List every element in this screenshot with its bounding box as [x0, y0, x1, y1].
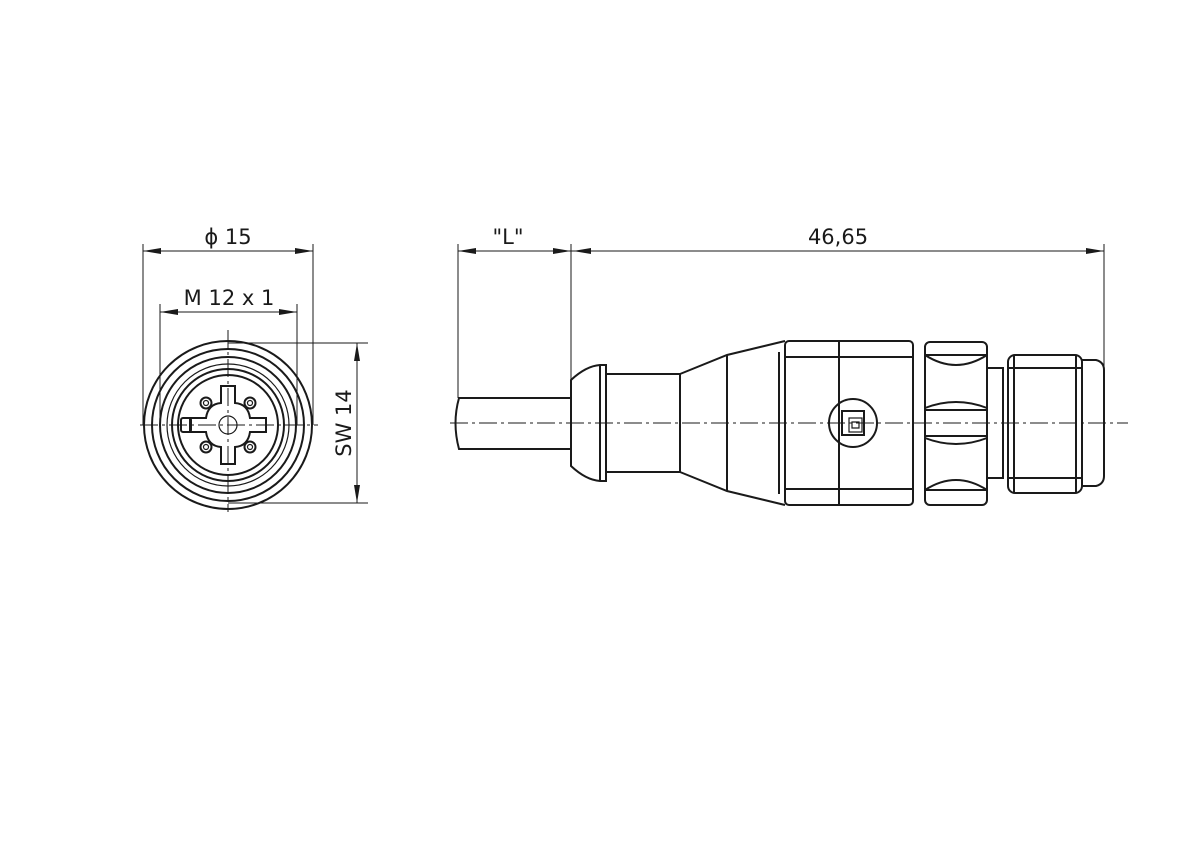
wrench-size-label: SW 14 [332, 389, 356, 457]
thread-label: M 12 x 1 [184, 286, 275, 310]
cable-length-label: "L" [492, 225, 523, 249]
front-view [140, 244, 368, 512]
side-view [450, 244, 1128, 506]
overall-length-label: 46,65 [808, 225, 868, 249]
diameter-label: ϕ 15 [204, 225, 251, 249]
